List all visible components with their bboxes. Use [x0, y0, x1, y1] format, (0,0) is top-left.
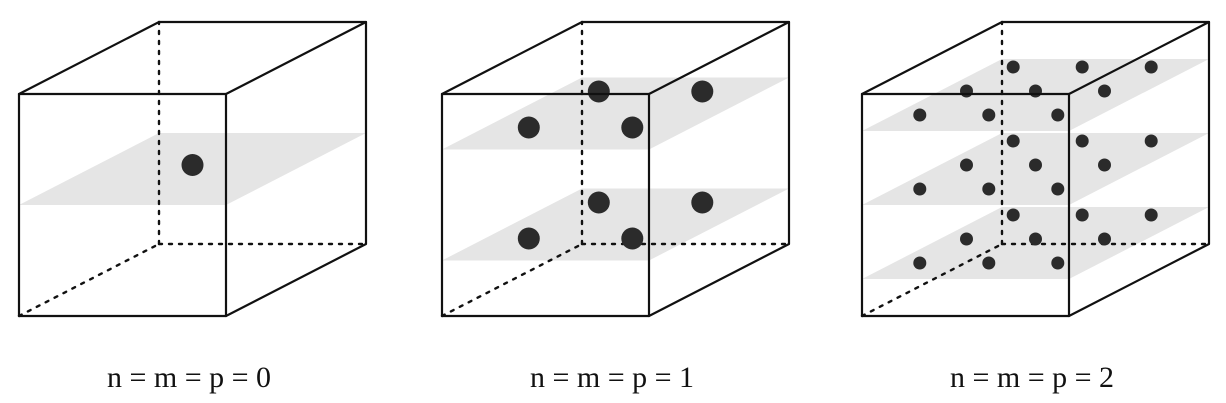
- lattice-point: [982, 182, 996, 196]
- planes: [442, 77, 789, 261]
- right-face: [1067, 20, 1211, 318]
- visible-edges: [17, 20, 368, 318]
- lattice-point: [1144, 208, 1158, 222]
- visible-edges: [860, 20, 1211, 318]
- hidden-edges: [17, 20, 368, 318]
- panel-caption: n = m = p = 1: [530, 361, 694, 394]
- lattice-point: [1075, 134, 1089, 148]
- lattice-point: [1051, 182, 1065, 196]
- lattice-point: [960, 84, 973, 98]
- lattice-point: [1144, 60, 1158, 74]
- lattice-point: [913, 182, 927, 196]
- lattice-point: [621, 227, 644, 250]
- right-face: [647, 20, 791, 318]
- lattice-point: [621, 116, 644, 139]
- lattice-point: [960, 232, 973, 246]
- right-face: [224, 20, 368, 318]
- lattice-plane: [442, 77, 789, 150]
- lattice-point: [1006, 134, 1020, 148]
- lattice-point: [960, 158, 973, 172]
- lattice-point: [1029, 232, 1042, 246]
- lattice-point: [982, 256, 996, 270]
- lattice-points: [913, 60, 1158, 270]
- lattice-point: [1098, 232, 1111, 246]
- lattice-point: [1051, 256, 1065, 270]
- hidden-edge: [17, 242, 161, 318]
- lattice-point: [1098, 158, 1111, 172]
- lattice-point: [517, 116, 540, 139]
- top-face: [440, 20, 791, 96]
- lattice-point: [913, 108, 927, 122]
- lattice-point: [1051, 108, 1065, 122]
- top-face: [860, 20, 1211, 96]
- lattice-point: [587, 191, 610, 214]
- lattice-points: [517, 80, 714, 250]
- cube-panel-1: n = m = p = 1: [440, 20, 791, 394]
- lattice-point: [982, 108, 996, 122]
- lattice-point: [913, 256, 927, 270]
- lattice-point: [1006, 60, 1020, 74]
- lattice-point: [1029, 158, 1042, 172]
- lattice-point: [1006, 208, 1020, 222]
- lattice-point: [517, 227, 540, 250]
- panel-caption: n = m = p = 0: [107, 361, 271, 394]
- visible-edges: [440, 20, 791, 318]
- lattice-point: [1029, 84, 1042, 98]
- cube-panel-2: n = m = p = 2: [860, 20, 1211, 394]
- lattice-points: [181, 154, 204, 176]
- top-face: [17, 20, 368, 96]
- hidden-edge: [860, 242, 1004, 318]
- panel-caption: n = m = p = 2: [950, 361, 1114, 394]
- hidden-edges: [440, 20, 791, 318]
- lattice-point: [587, 80, 610, 103]
- lattice-point: [1098, 84, 1111, 98]
- lattice-point: [1144, 134, 1158, 148]
- lattice-point: [691, 80, 714, 103]
- lattice-point: [1075, 60, 1089, 74]
- lattice-point: [691, 191, 714, 214]
- cube-panel-0: n = m = p = 0: [17, 20, 368, 394]
- lattice-plane: [442, 188, 789, 261]
- hidden-edge: [440, 242, 584, 318]
- lattice-point: [1075, 208, 1089, 222]
- lattice-point: [181, 154, 204, 176]
